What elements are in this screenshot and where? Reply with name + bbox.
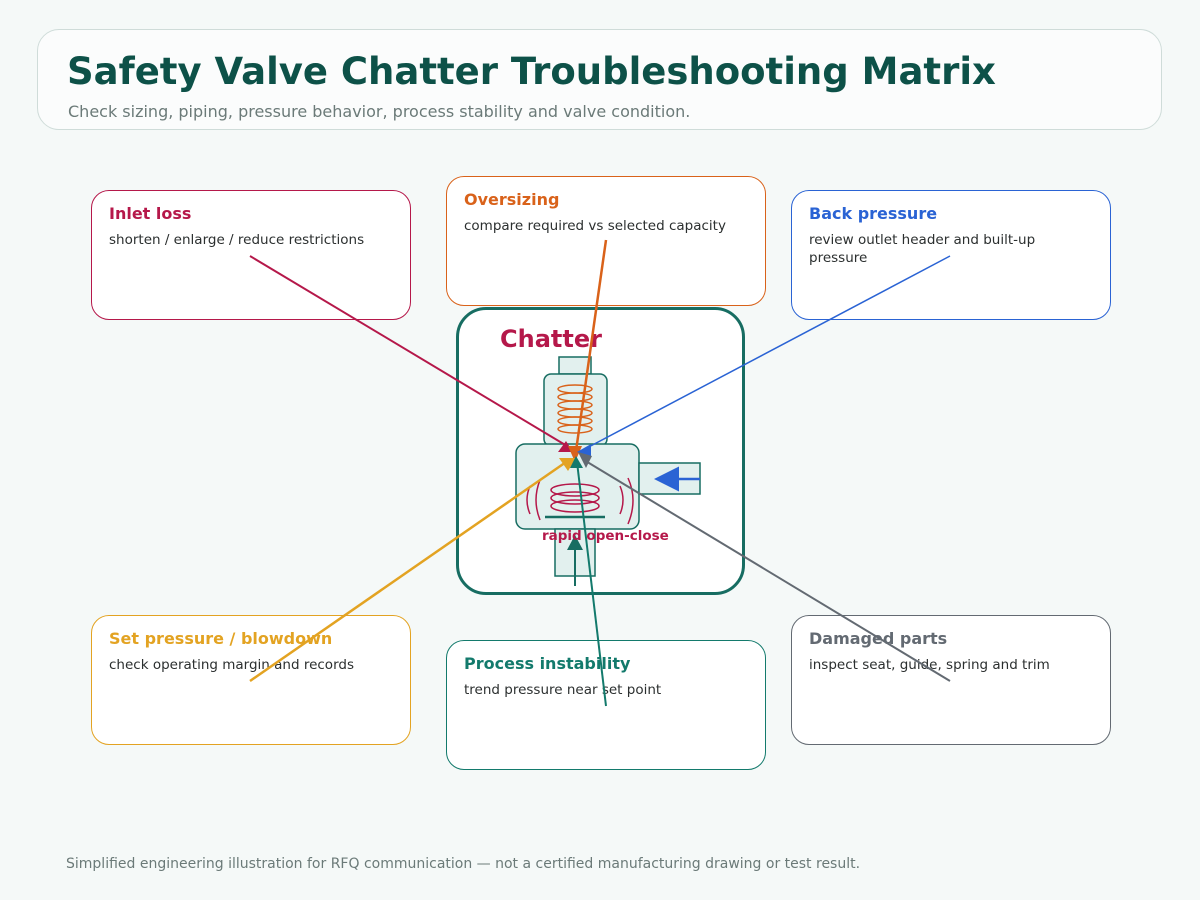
cause-connectors (249, 239, 951, 707)
connector-arrowhead (578, 452, 592, 468)
cause-card-back-pressure: Back pressure review outlet header and b… (791, 190, 1111, 320)
cause-card-damaged-parts: Damaged parts inspect seat, guide, sprin… (791, 615, 1111, 745)
chatter-label: Chatter (500, 325, 602, 353)
cause-description: shorten / enlarge / reduce restrictions (109, 232, 365, 248)
cause-description: review outlet header and built-up pressu… (809, 232, 1036, 266)
connector-arrowhead (559, 458, 576, 471)
footer-disclaimer: Simplified engineering illustration for … (66, 856, 861, 872)
cause-card-set-pressure: Set pressure / blowdown check operating … (91, 615, 411, 745)
connector-arrowhead (558, 441, 573, 452)
chatter-caption: rapid open-close (542, 528, 669, 544)
page-subtitle: Check sizing, piping, pressure behavior,… (68, 102, 691, 121)
header-card: Safety Valve Chatter Troubleshooting Mat… (37, 29, 1162, 130)
connector-back-pressure (582, 255, 951, 451)
cause-description: trend pressure near set point (464, 682, 662, 698)
cause-title: Back pressure (809, 204, 938, 223)
page-title: Safety Valve Chatter Troubleshooting Mat… (67, 50, 996, 93)
chatter-coil-icon (550, 483, 600, 513)
connector-arrowhead (577, 444, 591, 458)
connector-arrowhead (568, 446, 582, 462)
cause-description: inspect seat, guide, spring and trim (809, 657, 1050, 673)
cause-card-inlet-loss: Inlet loss shorten / enlarge / reduce re… (91, 190, 411, 320)
connector-set-pressure (249, 458, 570, 683)
connector-arrowhead (570, 456, 583, 468)
connector-oversizing (573, 239, 608, 459)
safety-valve-icon (515, 356, 701, 586)
cause-description: check operating margin and records (109, 657, 354, 673)
cause-title: Inlet loss (109, 204, 192, 223)
connector-damaged-parts (583, 459, 951, 682)
spring-icon (557, 384, 593, 434)
connector-process-instability (576, 461, 607, 707)
cause-title: Oversizing (464, 190, 560, 209)
cause-title: Set pressure / blowdown (109, 629, 333, 648)
cause-description: compare required vs selected capacity (464, 218, 726, 234)
connector-inlet-loss (249, 255, 568, 447)
cause-title: Process instability (464, 654, 631, 673)
